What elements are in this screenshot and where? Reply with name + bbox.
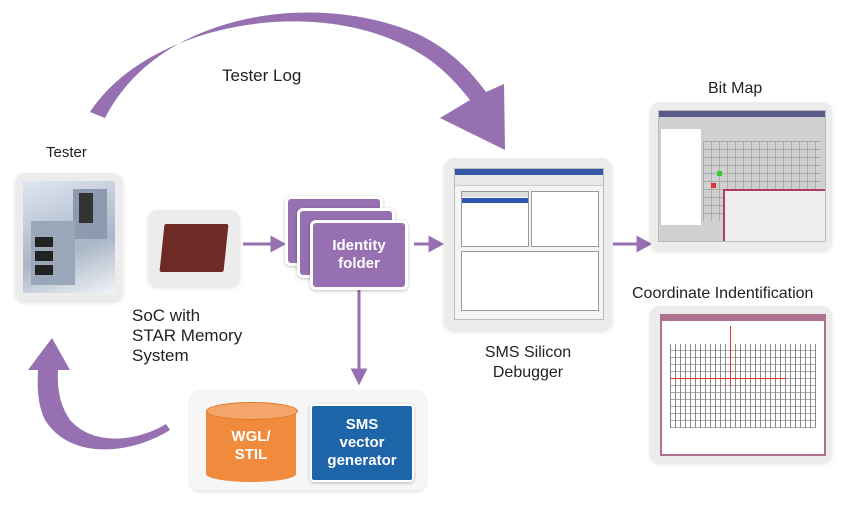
gen-label-line3: generator (327, 452, 397, 469)
debugger-to-bitmap-arrowhead (636, 235, 653, 253)
bit-map-window[interactable] (658, 110, 826, 242)
soc-label-line2: STAR Memory (132, 326, 243, 345)
coord-id-window[interactable] (660, 314, 826, 456)
identity-label-line1: Identity (332, 237, 386, 254)
bit-map-tile (650, 102, 832, 250)
identity-folder[interactable]: Identity folder (310, 220, 408, 290)
chip-die (159, 224, 229, 272)
gen-label-line2: vector (339, 434, 385, 451)
debugger-label: SMS Silicon Debugger (470, 343, 586, 383)
sms-vector-generator[interactable]: SMS vector generator (310, 404, 414, 482)
soc-label: SoC with STAR Memory System (132, 306, 242, 366)
tester-tile (15, 173, 123, 301)
tester-label: Tester (46, 144, 87, 161)
debugger-label-line2: Debugger (492, 364, 564, 381)
soc-label-line1: SoC with (132, 306, 201, 325)
tester-log-label: Tester Log (222, 66, 302, 85)
identity-label-line2: folder (338, 255, 380, 272)
wgl-stil-database[interactable]: WGL/ STIL (206, 402, 298, 482)
folder-to-debugger-arrowhead (428, 235, 445, 253)
coord-id-label: Coordinate Indentification (632, 285, 814, 302)
folder-to-generator-arrowhead (350, 368, 368, 386)
wgl-label-line1: WGL/ (231, 428, 271, 445)
return-to-tester-arrow (28, 338, 170, 450)
gen-label-line1: SMS (345, 416, 379, 433)
generator-group: WGL/ STIL SMS vector generator (190, 390, 426, 490)
coord-id-tile (650, 306, 832, 462)
soc-label-line3: System (132, 346, 189, 365)
soc-to-folder-arrowhead (270, 235, 287, 253)
tester-photo (23, 181, 115, 293)
debugger-window[interactable] (454, 168, 604, 320)
soc-tile (148, 210, 240, 286)
wgl-label-line2: STIL (234, 446, 268, 463)
debugger-tile (444, 158, 612, 330)
bit-map-label: Bit Map (708, 80, 763, 97)
debugger-label-line1: SMS Silicon (484, 344, 572, 361)
